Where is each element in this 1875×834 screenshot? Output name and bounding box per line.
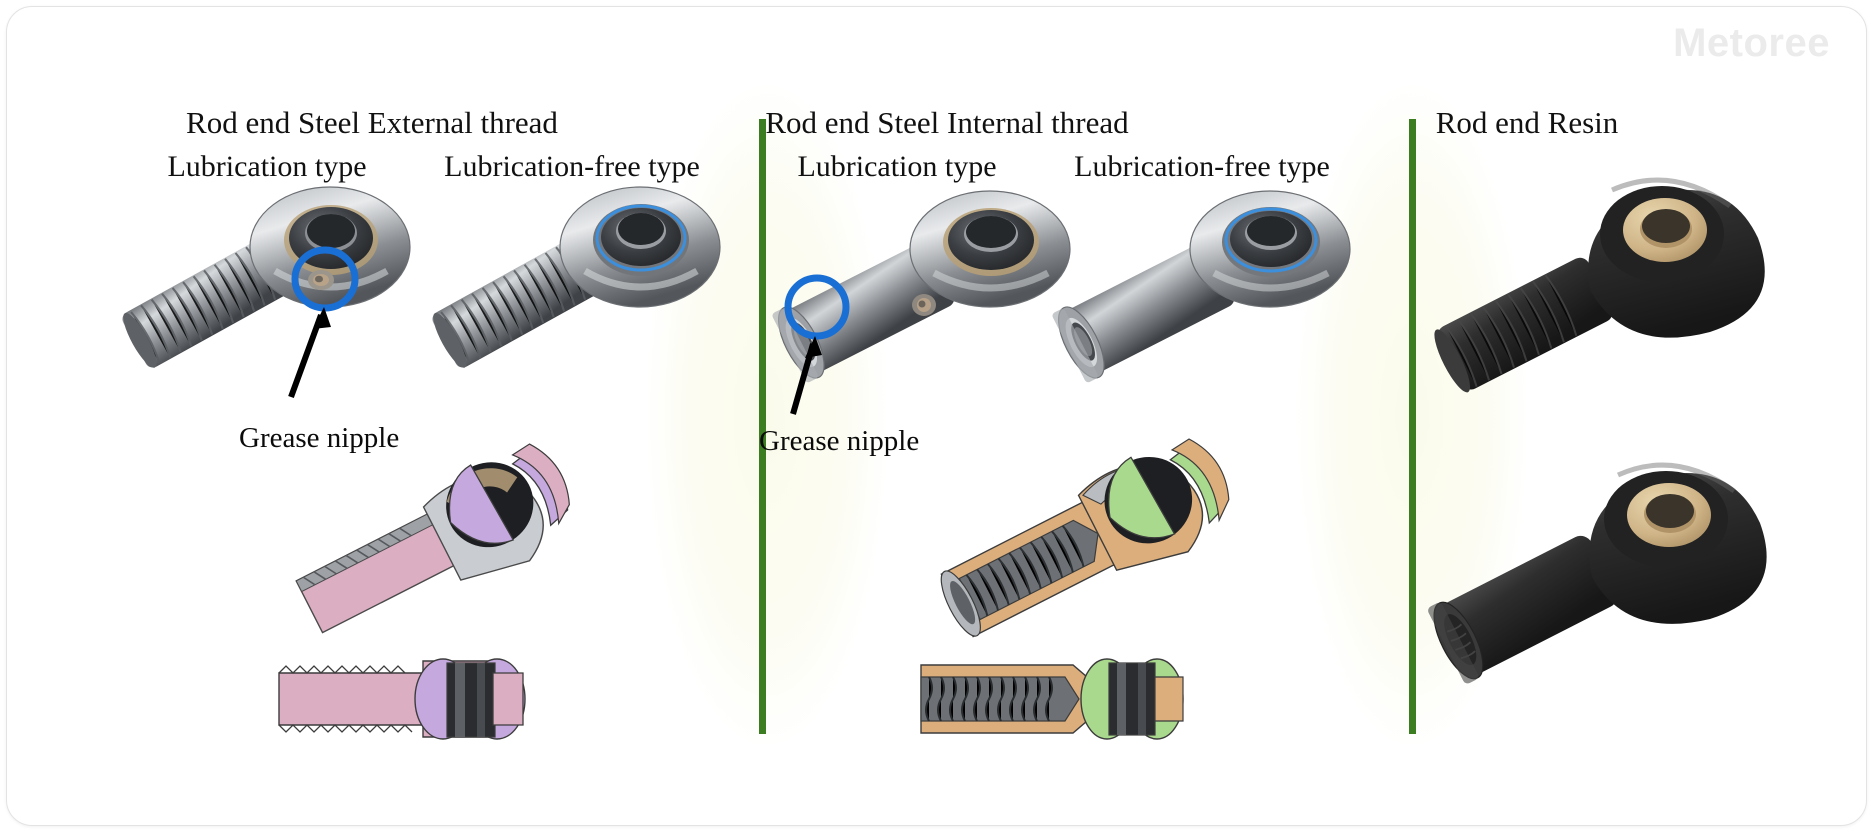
grease-nipple-annotation-external bbox=[288, 246, 359, 399]
section-view-external-cutaway-flat bbox=[275, 655, 535, 755]
subtitle-internal-lubrication: Lubrication type bbox=[797, 150, 997, 183]
callout-grease-nipple-external: Grease nipple bbox=[239, 422, 400, 454]
callout-arrow-icon bbox=[790, 336, 822, 415]
divider-line-1 bbox=[759, 119, 766, 734]
group-title-resin: Rod end Resin bbox=[1435, 105, 1619, 140]
subtitle-external-lubrication: Lubrication type bbox=[167, 150, 367, 183]
subtitle-external-lubrication-free: Lubrication-free type bbox=[444, 150, 700, 183]
callout-grease-nipple-internal: Grease nipple bbox=[759, 425, 920, 457]
highlight-circle-icon bbox=[291, 246, 359, 312]
callout-arrow-icon bbox=[288, 307, 331, 399]
grease-nipple-annotation-internal bbox=[784, 274, 850, 415]
ptfe-liner-ring-icon bbox=[595, 204, 687, 272]
section-view-internal-cutaway-iso bbox=[927, 422, 1247, 638]
group-title-internal-thread: Rod end Steel Internal thread bbox=[765, 105, 1129, 140]
divider-line-2 bbox=[1409, 119, 1416, 734]
part-resin-female bbox=[1422, 447, 1767, 697]
subtitle-internal-lubrication-free: Lubrication-free type bbox=[1074, 150, 1330, 183]
metoree-watermark: Metoree bbox=[1673, 21, 1830, 65]
part-external-lubrication-free-type bbox=[432, 185, 735, 395]
group-title-external-thread: Rod end Steel External thread bbox=[186, 105, 558, 140]
section-view-internal-cutaway-flat bbox=[917, 655, 1187, 755]
part-resin-male bbox=[1422, 172, 1765, 402]
highlight-circle-icon bbox=[784, 274, 850, 340]
part-internal-lubrication-free-type bbox=[1052, 187, 1372, 402]
part-internal-lubrication-type bbox=[772, 187, 1092, 402]
ptfe-liner-ring-icon bbox=[1224, 207, 1318, 273]
section-view-external-cutaway-iso bbox=[282, 427, 582, 634]
part-external-lubrication-type bbox=[122, 185, 425, 395]
illustration-card: Metoree Rod end Steel External thread Ro… bbox=[6, 6, 1867, 826]
